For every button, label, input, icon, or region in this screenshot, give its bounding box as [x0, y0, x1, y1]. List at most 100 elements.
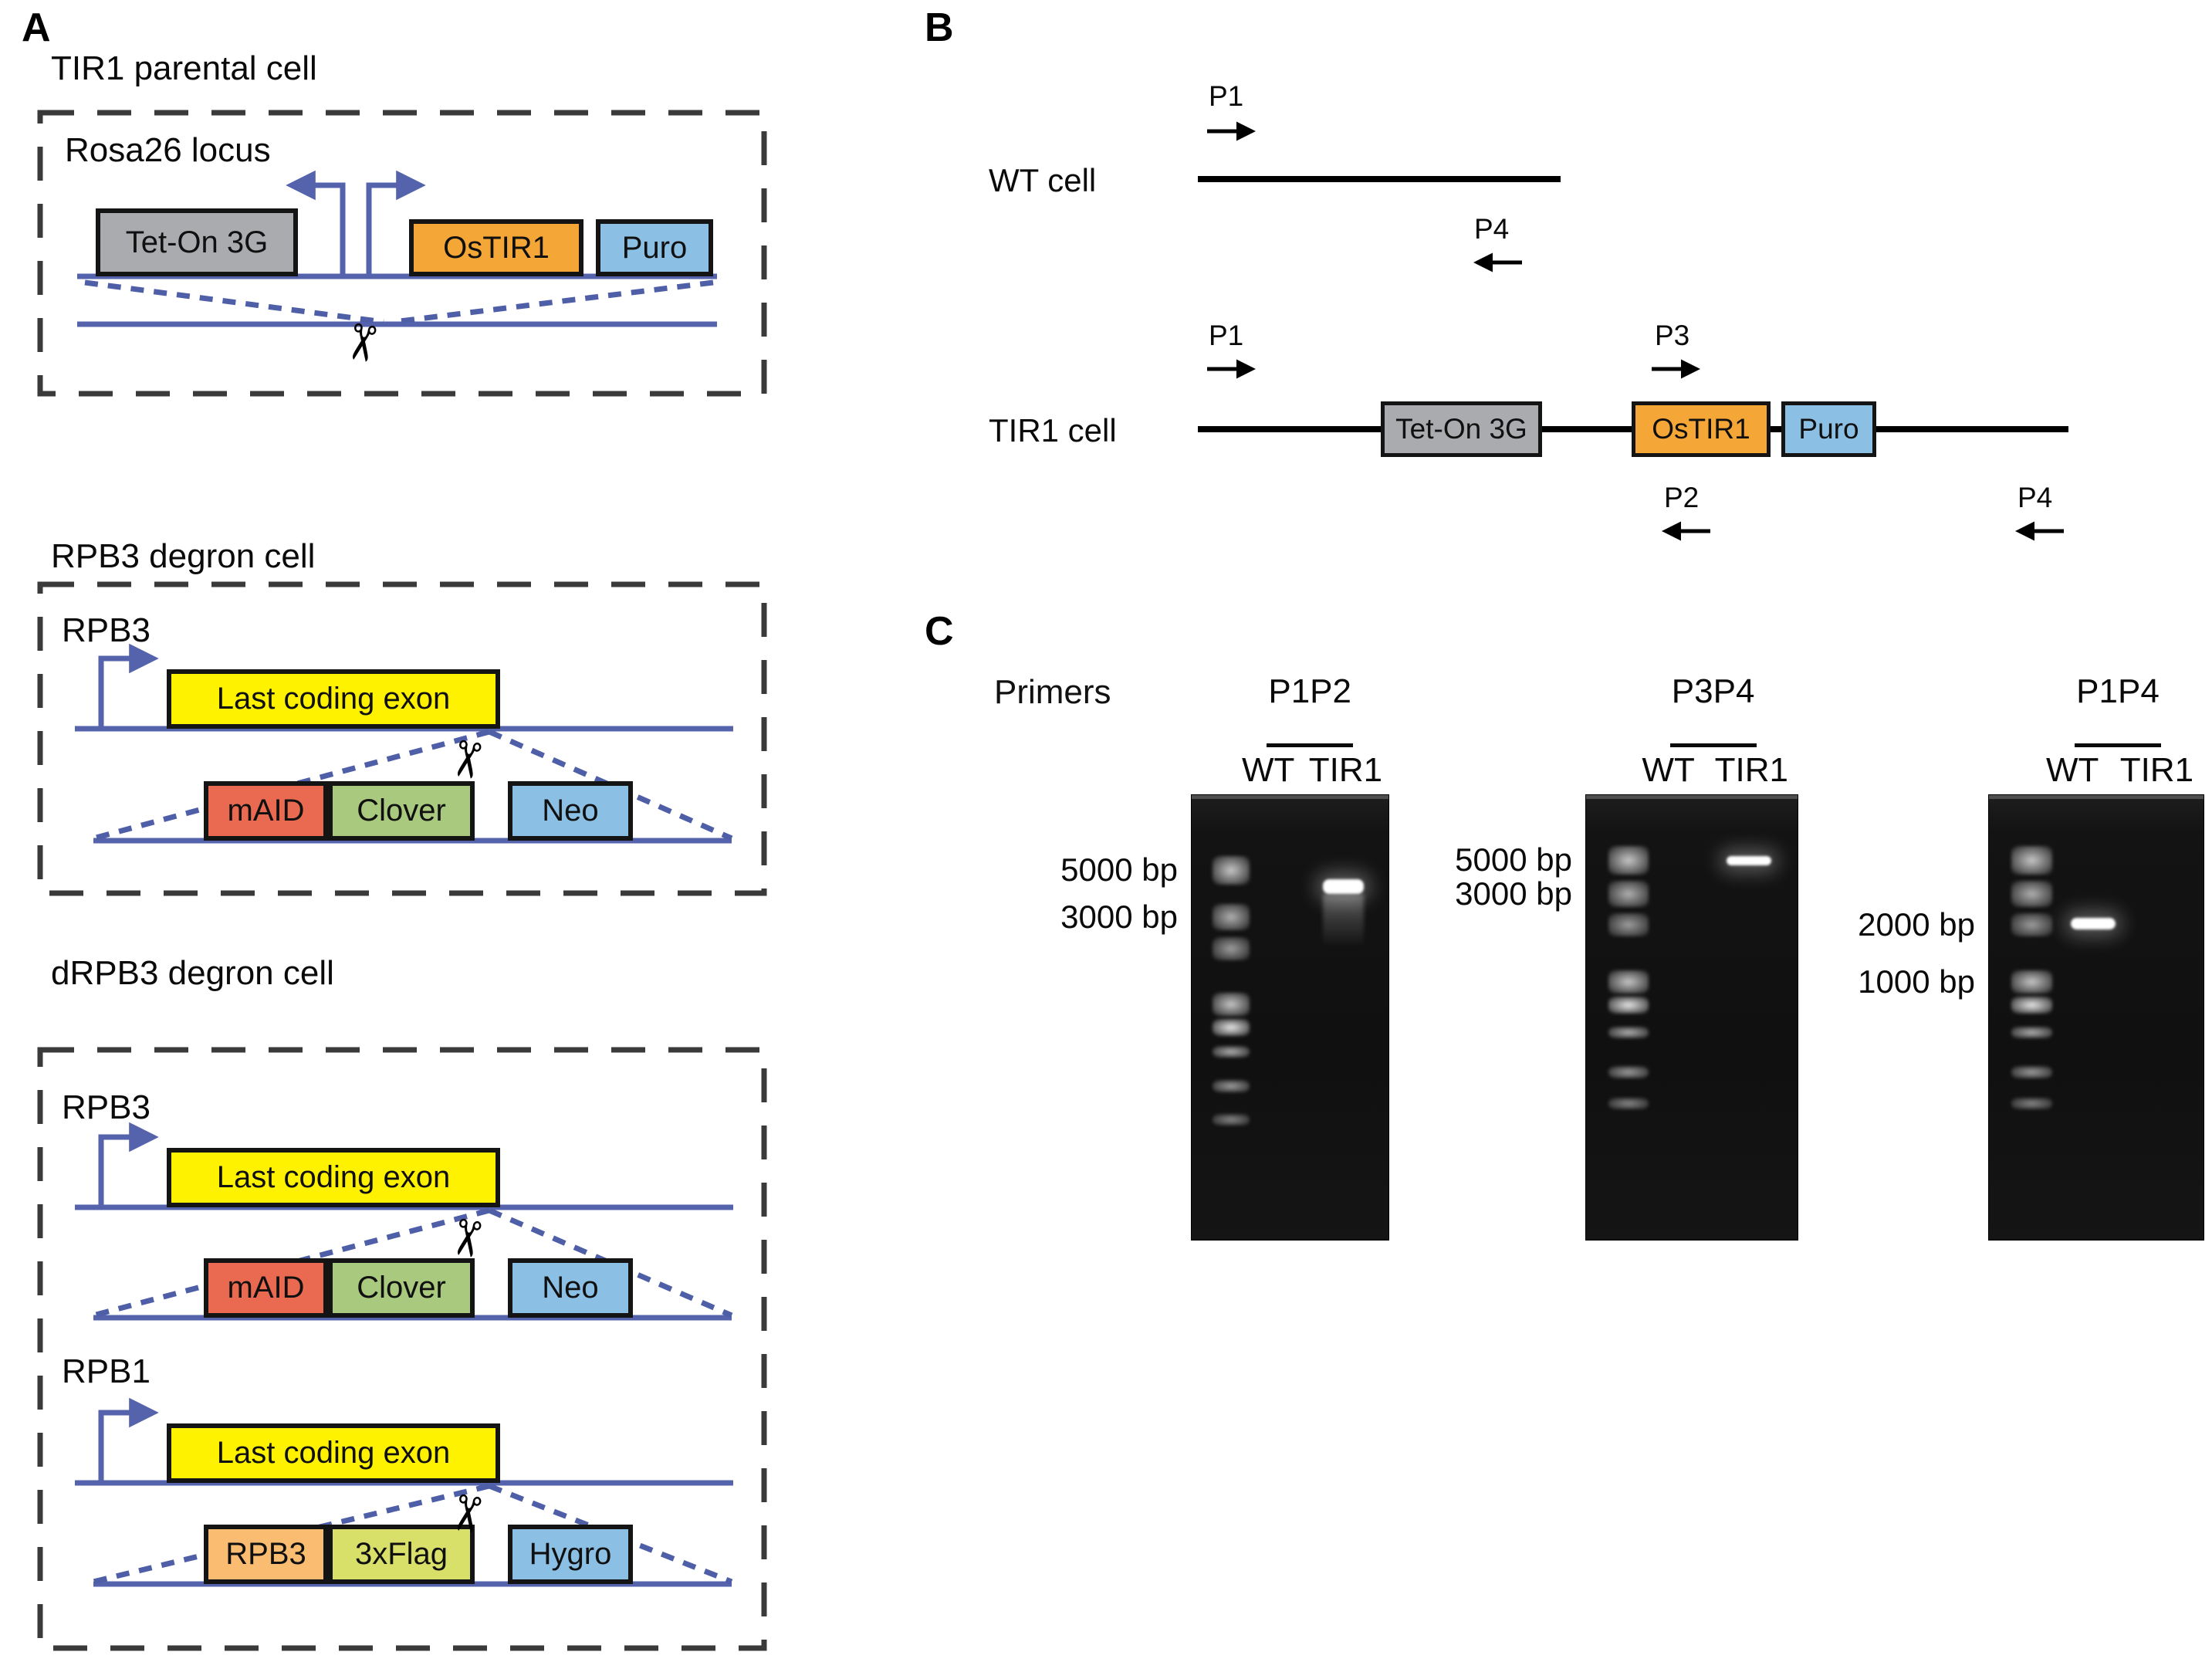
lane-label-wt: WT	[1642, 751, 1695, 789]
rpb3-degron-title: RPB3 degron cell	[51, 537, 316, 575]
wt-cell-label: WT cell	[989, 162, 1097, 198]
ladder-band	[1608, 1065, 1649, 1078]
primer-p1-label-wt: P1	[1209, 80, 1244, 112]
bidirectional-promoter-left-arrow	[286, 170, 346, 276]
pcr-product-band-wt	[2070, 917, 2116, 929]
drpb3-dashed-box	[37, 1047, 767, 1651]
integration-dash-left	[84, 279, 384, 325]
clover-box: Clover	[328, 1258, 475, 1318]
primer-p4-label-tir1: P4	[2018, 482, 2053, 513]
ladder-band	[2011, 1065, 2052, 1078]
maid-label: mAID	[227, 794, 305, 828]
tet-on-3g-box: Tet-On 3G	[96, 208, 298, 276]
primer-pair-label: P3P4	[1671, 672, 1755, 710]
ostir1-box: OsTIR1	[409, 219, 583, 276]
ladder-band	[1608, 1097, 1649, 1109]
scissors-icon: ✂	[330, 317, 393, 368]
ladder-band	[2011, 913, 2052, 937]
puro-label: Puro	[1798, 413, 1859, 445]
rosa26-locus-label: Rosa26 locus	[65, 131, 271, 169]
bidirectional-promoter-right-arrow	[366, 170, 426, 276]
rpb3-promoter-arrow	[98, 643, 159, 729]
ladder-band	[1212, 903, 1250, 931]
primer-p3-label-tir1: P3	[1655, 320, 1690, 351]
ladder-band	[2011, 970, 2052, 993]
scissors-icon: ✂	[435, 1213, 498, 1264]
ladder-band	[2011, 996, 2052, 1014]
rpb3-dashed-box	[37, 581, 767, 896]
ostir1-box-b: OsTIR1	[1632, 401, 1771, 457]
gel-image-p1p2: 5000 bp 3000 bp	[1060, 794, 1389, 1241]
hygro-label: Hygro	[529, 1537, 612, 1571]
primer-pair-label: P1P4	[2076, 672, 2160, 710]
primer-p1-label-tir1: P1	[1209, 320, 1244, 351]
3xflag-label: 3xFlag	[354, 1537, 448, 1571]
lane-label-tir1: TIR1	[2119, 751, 2194, 789]
ladder-band	[1608, 1027, 1649, 1039]
rpb3-tag-box: RPB3	[204, 1525, 328, 1584]
tet-on-3g-label: Tet-On 3G	[1395, 413, 1527, 445]
ladder-band	[1212, 855, 1250, 885]
ostir1-label: OsTIR1	[1652, 413, 1750, 445]
lane-label-wt: WT	[2045, 751, 2099, 789]
ladder-band	[1608, 996, 1649, 1014]
primer-p4-label-wt: P4	[1474, 213, 1510, 245]
last-coding-exon-box: Last coding exon	[167, 669, 500, 729]
ladder-band	[2011, 1097, 2052, 1109]
ladder-band	[2011, 845, 2052, 875]
ladder-band	[1212, 1046, 1250, 1058]
hygro-box: Hygro	[508, 1525, 633, 1584]
last-coding-exon-label: Last coding exon	[216, 682, 451, 716]
rpb3-tag-label: RPB3	[225, 1537, 306, 1571]
primers-label: Primers	[994, 673, 1111, 711]
3xflag-box: 3xFlag	[328, 1525, 475, 1584]
primer-pair-underline	[2075, 743, 2161, 747]
neo-box: Neo	[508, 781, 633, 841]
panel-a-letter: A	[22, 5, 51, 50]
ladder-band	[1608, 845, 1649, 875]
drpb3-rpb1-gene-label: RPB1	[62, 1352, 151, 1390]
lane-label-tir1: TIR1	[1308, 751, 1383, 789]
tir1-cell-label: TIR1 cell	[989, 412, 1117, 449]
drpb3-rpb1-promoter-arrow	[98, 1397, 159, 1483]
band-smear	[1322, 893, 1365, 947]
rpb3-gene-label: RPB3	[62, 611, 151, 649]
size-marker-label: 1000 bp	[1858, 963, 1975, 1000]
primer-pair-underline	[1267, 743, 1354, 747]
puro-box-b: Puro	[1781, 401, 1876, 457]
drpb3-rpb3-gene-label: RPB3	[62, 1088, 151, 1126]
size-marker-label: 3000 bp	[1455, 875, 1572, 912]
maid-box: mAID	[204, 781, 328, 841]
gel-image-p1p4: 2000 bp 1000 bp	[1858, 794, 2204, 1241]
ladder-band	[2011, 880, 2052, 908]
lane-label-tir1: TIR1	[1714, 751, 1788, 789]
size-marker-label: 5000 bp	[1455, 841, 1572, 878]
tet-on-3g-box-b: Tet-On 3G	[1381, 401, 1542, 457]
lane-label-wt: WT	[1242, 751, 1295, 789]
primer-p2-label-tir1: P2	[1664, 482, 1700, 513]
ostir1-label: OsTIR1	[443, 230, 550, 265]
scissors-icon: ✂	[435, 734, 498, 785]
ladder-band	[1212, 992, 1250, 1016]
panel-c-letter: C	[925, 609, 954, 654]
knockin-dash-right	[488, 1207, 733, 1318]
panel-b-letter: B	[925, 5, 954, 50]
last-coding-exon-box: Last coding exon	[167, 1148, 500, 1207]
primer-pair-underline	[1669, 743, 1757, 747]
ladder-band	[1212, 1113, 1250, 1125]
clover-box: Clover	[328, 781, 475, 841]
size-marker-label: 3000 bp	[1060, 898, 1178, 935]
size-marker-label: 5000 bp	[1060, 851, 1178, 889]
ladder-band	[1212, 1080, 1250, 1093]
pcr-product-band-tir1	[1727, 856, 1771, 865]
puro-label: Puro	[621, 230, 688, 265]
clover-label: Clover	[357, 794, 446, 828]
tir1-parental-title: TIR1 parental cell	[51, 49, 317, 87]
puro-box: Puro	[596, 219, 713, 276]
size-marker-label: 2000 bp	[1858, 906, 1975, 943]
ladder-band	[2011, 1027, 2052, 1039]
